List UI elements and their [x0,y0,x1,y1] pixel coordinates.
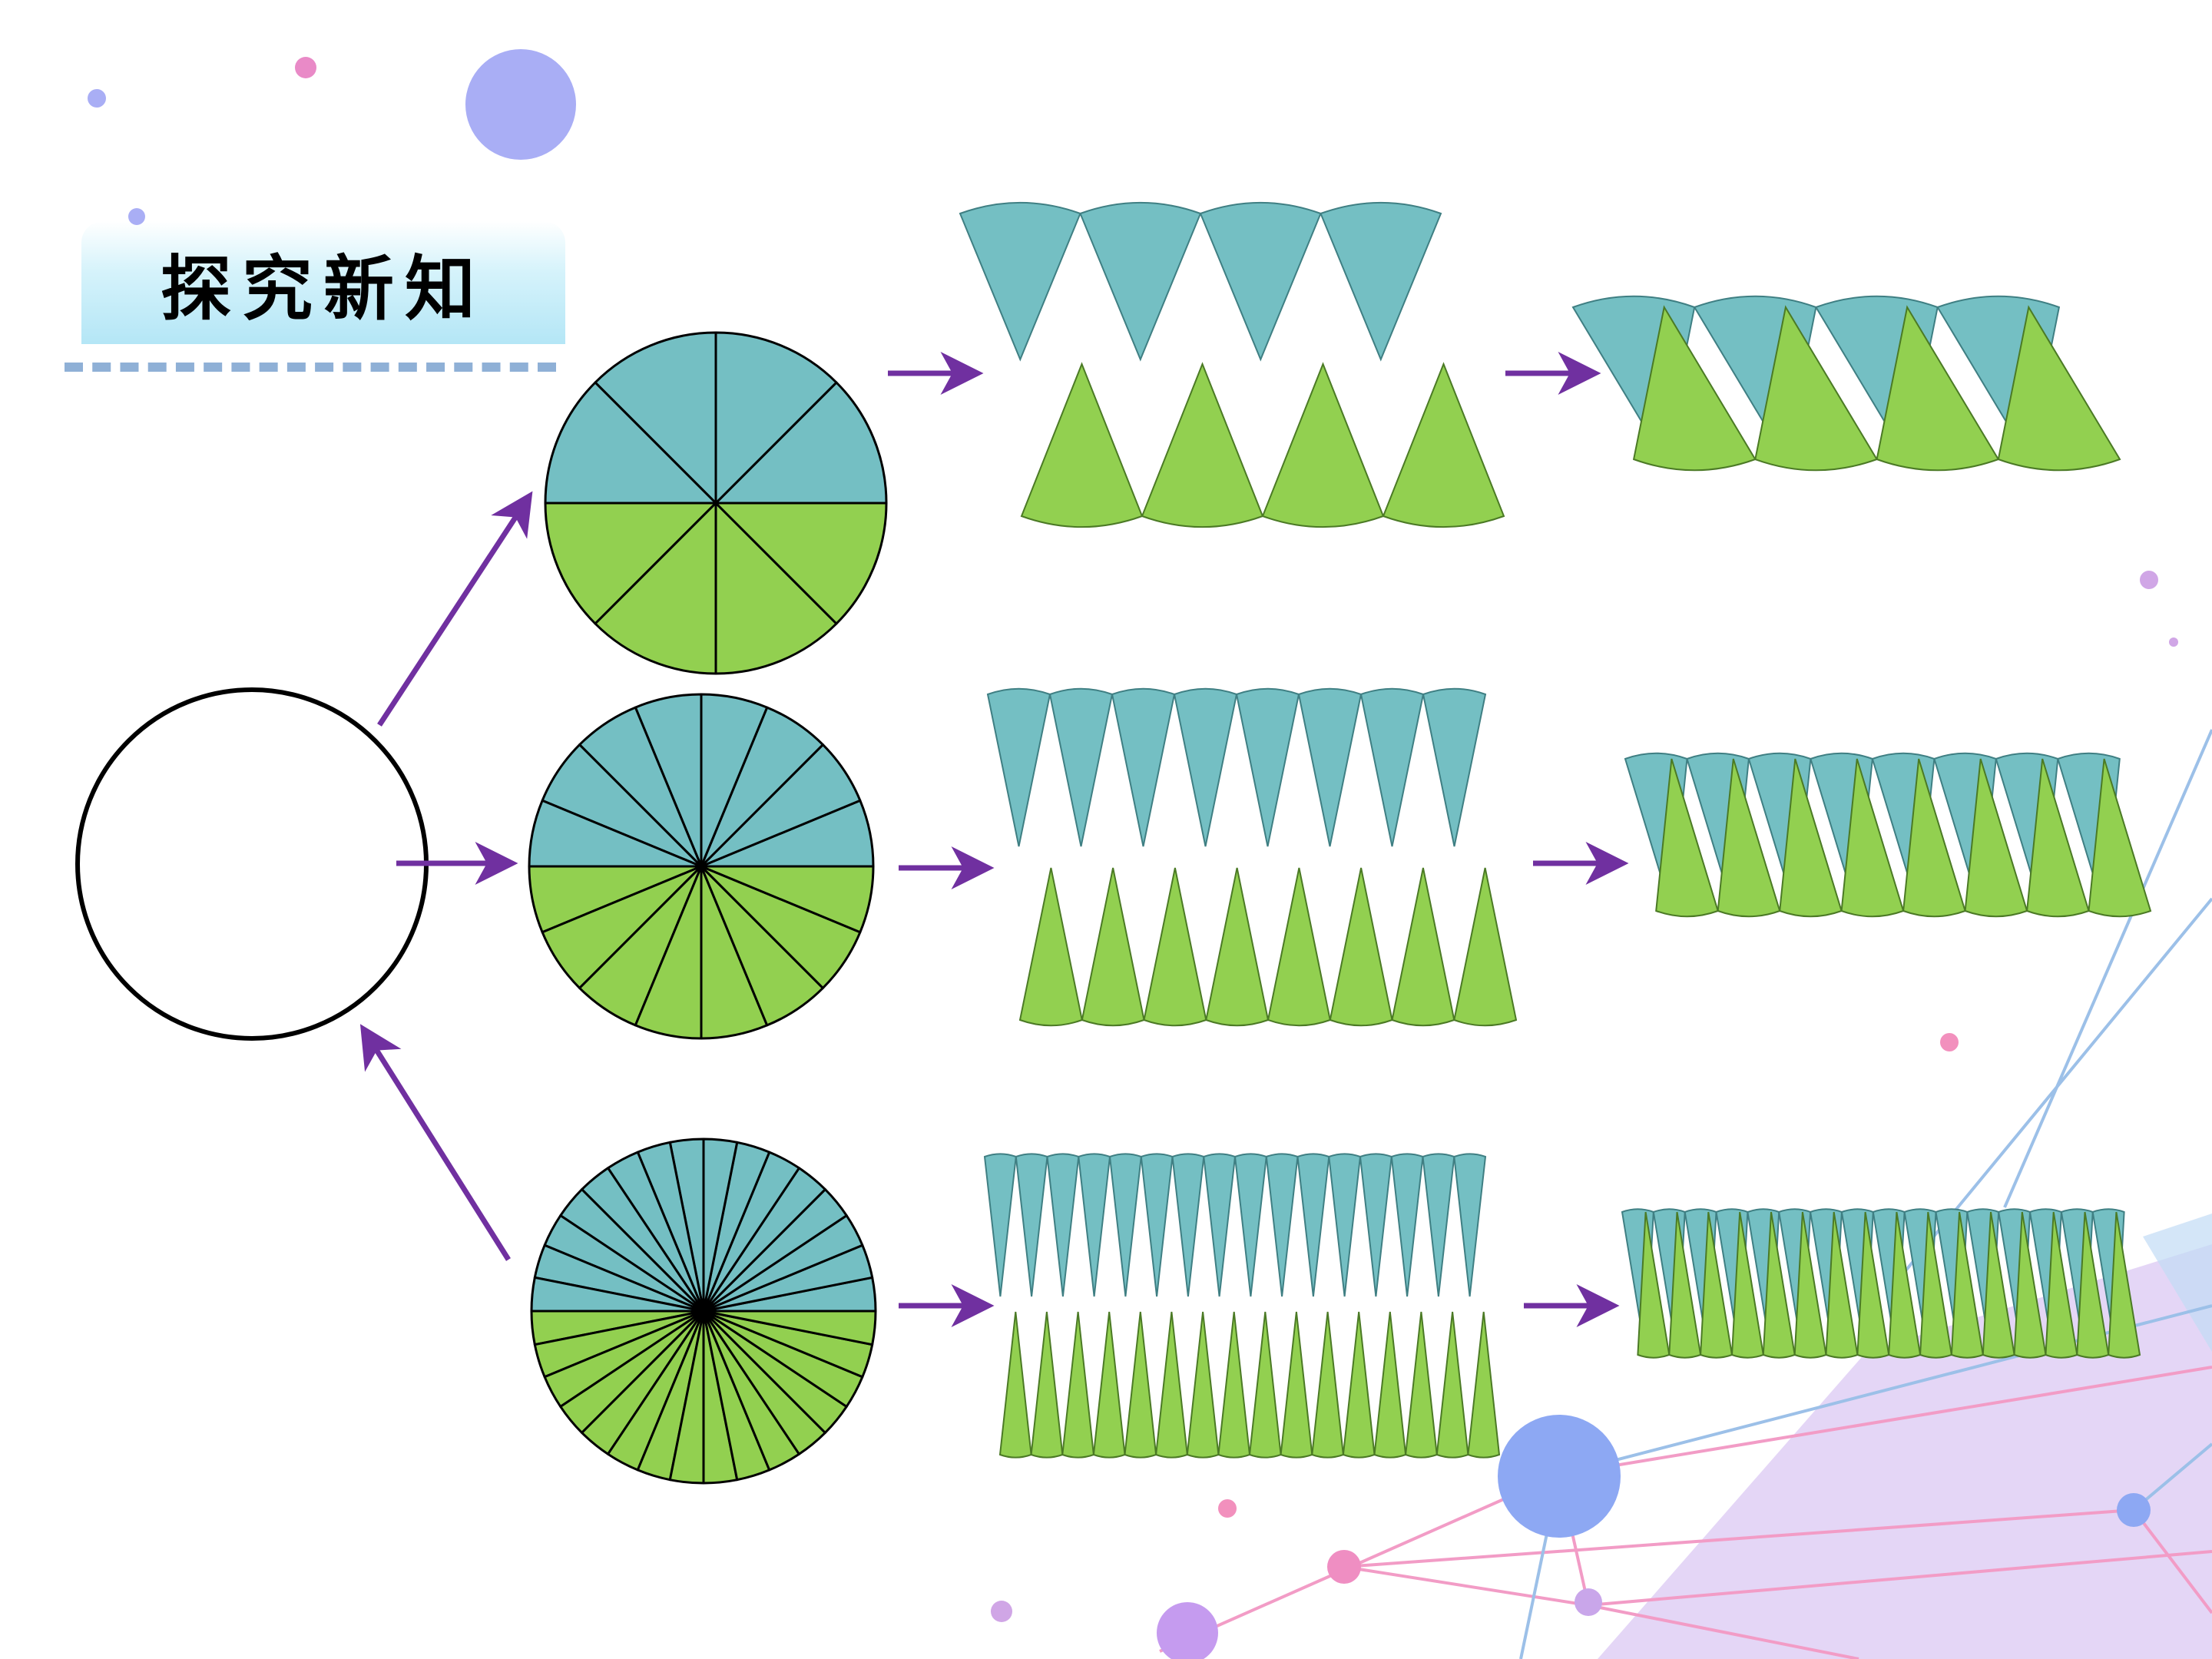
rearranged-lower-piece [2108,1211,2141,1359]
lower-piece [1205,867,1270,1027]
lower-piece [1261,362,1385,528]
upper-piece [1140,1153,1174,1297]
upper-piece [1173,687,1238,847]
title-banner: 探究新知 [81,221,565,344]
decor-dot [465,49,576,160]
lower-piece [1018,867,1083,1027]
separated-pieces-layer [959,201,1518,1459]
upper-piece [1108,1153,1142,1297]
lower-piece [1453,867,1518,1027]
upper-piece [1359,687,1425,847]
lower-piece [1143,867,1207,1027]
decor-dot [128,208,145,225]
lower-piece [1311,1311,1344,1459]
decor-dot [1498,1415,1621,1538]
lower-piece [1030,1311,1064,1459]
upper-piece [1111,687,1176,847]
lower-piece [1382,362,1505,528]
upper-piece [983,1153,1017,1297]
rearranged-lower-piece [2088,758,2152,918]
page-title: 探究新知 [160,247,486,330]
upper-piece [1171,1153,1205,1297]
sector [714,331,838,505]
sector [714,381,888,505]
sector [714,502,888,625]
sector [700,865,875,934]
arrow-32-sectors-to-circle [359,1024,511,1261]
upper-piece [1265,1153,1299,1297]
lower-piece [998,1311,1032,1459]
upper-piece [1297,687,1363,847]
decor-dot [295,57,316,78]
upper-piece [1422,687,1487,847]
decor-dot [2117,1493,2151,1527]
decor-dot [1218,1499,1237,1518]
upper-piece [1015,1153,1048,1297]
lower-piece [1329,867,1393,1027]
arrow-circle-to-8-sectors [377,491,533,727]
sector [714,502,838,675]
lower-piece [1435,1311,1469,1459]
decor-dot [2140,571,2158,589]
upper-piece [1453,1153,1487,1297]
decor-polygon [2143,1214,2212,1352]
decor-dot [1575,1588,1602,1616]
sector [594,502,717,675]
lower-piece [1124,1311,1157,1459]
lower-piece [1267,867,1331,1027]
upper-piece [1359,1153,1392,1297]
lower-piece [1061,1311,1094,1459]
upper-piece [1320,201,1442,362]
upper-piece [1048,687,1114,847]
lower-piece [1405,1311,1438,1459]
sector [544,502,717,625]
decor-dot [1327,1550,1361,1584]
upper-piece [1235,687,1300,847]
sector [594,331,717,505]
upper-piece [986,687,1051,847]
rearranged-shapes-layer [1571,295,2152,1359]
sector [544,381,717,505]
lower-piece [1081,867,1145,1027]
lower-piece [1280,1311,1313,1459]
decor-dot [88,89,106,108]
upper-piece [1328,1153,1362,1297]
upper-piece [1079,201,1202,362]
decor-dot [1157,1602,1218,1659]
lower-piece [1248,1311,1282,1459]
sectored-circles-layer [528,331,888,1485]
rearranged-lower-piece [1997,305,2121,472]
upper-piece [1078,1153,1111,1297]
lower-piece [1141,362,1264,528]
lower-piece [1391,867,1455,1027]
lower-piece [1092,1311,1126,1459]
upper-piece [1390,1153,1424,1297]
lower-piece [1467,1311,1501,1459]
lower-piece [1020,362,1144,528]
lower-piece [1186,1311,1220,1459]
upper-piece [1199,201,1322,362]
original-circle [75,687,429,1041]
upper-piece [959,201,1081,362]
upper-piece [1203,1153,1237,1297]
title-underline [65,363,556,372]
decor-dot [991,1601,1012,1622]
lower-piece [1342,1311,1376,1459]
lower-piece [1155,1311,1188,1459]
upper-piece [1422,1153,1455,1297]
decor-dot [1940,1033,1959,1051]
decor-dot [2169,637,2178,647]
sector [702,1310,877,1346]
upper-piece [1233,1153,1267,1297]
lower-piece [1373,1311,1407,1459]
upper-piece [1046,1153,1080,1297]
arrows-layer [359,352,1629,1327]
lower-piece [1217,1311,1251,1459]
upper-piece [1296,1153,1330,1297]
